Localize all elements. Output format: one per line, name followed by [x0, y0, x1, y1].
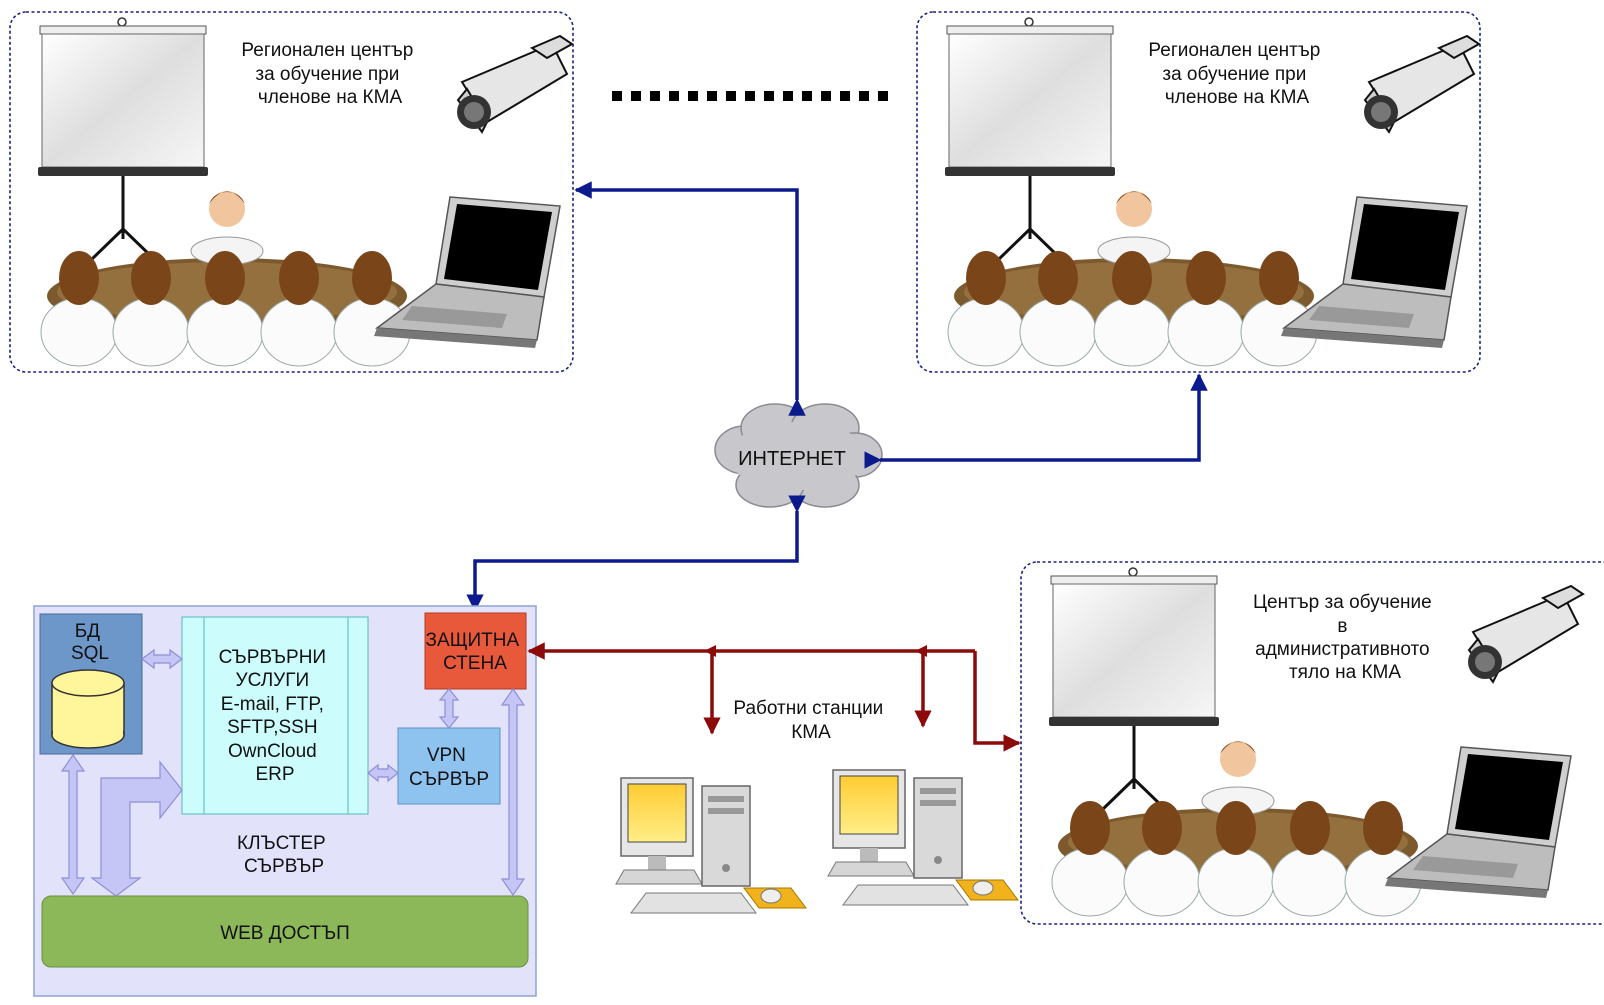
- cluster-label-line-1: КЛЪСТЕР: [237, 833, 326, 854]
- regional-center-1-title-line-2: за обучение при: [255, 64, 399, 85]
- services-line-6: ERP: [255, 764, 294, 785]
- regional-center-2: Регионален център за обучение при членов…: [916, 11, 1481, 373]
- regional-center-1-title-line-1: Регионален център: [241, 40, 413, 61]
- workstations-label-line-1: Работни станции: [733, 698, 883, 719]
- svg-text:Регионален център за обу: Регионален център за обучение при членов…: [1148, 40, 1325, 108]
- services-line-2: УСЛУГИ: [236, 670, 310, 691]
- desktop-computer-icon: [615, 777, 807, 914]
- internet-links: [466, 181, 1208, 612]
- cluster-label-line-2: СЪРВЪР: [244, 856, 324, 877]
- svg-text:VPN СЪРВЪР: VPN СЪРВЪР: [409, 745, 489, 790]
- regional-center-2-title-line-1: Регионален център: [1148, 40, 1320, 61]
- database-icon: [51, 669, 125, 749]
- svg-text:КЛЪСТЕР СЪРВЪР: КЛЪСТЕР СЪРВЪР: [237, 833, 331, 877]
- db-label-line-1: БД: [75, 621, 100, 642]
- svg-text:БД SQL: БД SQL: [71, 621, 109, 664]
- services-line-3: E-mail, FTP,: [221, 694, 324, 715]
- vpn-line-1: VPN: [427, 745, 466, 766]
- vpn-line-2: СЪРВЪР: [409, 769, 489, 790]
- services-line-5: OwnCloud: [228, 741, 317, 762]
- db-label-line-2: SQL: [71, 643, 109, 664]
- classroom-illustration-icon: [1047, 566, 1585, 918]
- internet-cloud: ИНТЕРНЕТ: [714, 403, 883, 508]
- admin-center-title-line-4: тяло на КМА: [1289, 662, 1401, 683]
- regional-center-2-title-line-2: за обучение при: [1162, 64, 1306, 85]
- regional-center-2-title-line-3: членове на КМА: [1165, 87, 1310, 108]
- svg-text:Регионален център за обу: Регионален център за обучение при членов…: [241, 40, 418, 108]
- regional-center-1: Регионален център за обучение при членов…: [9, 11, 574, 373]
- svg-text:СЪРВЪРНИ УСЛУГИ E-: СЪРВЪРНИ УСЛУГИ E-mail, FTP, SFTP,SSH Ow…: [219, 647, 332, 785]
- workstations: Работни станции КМА: [615, 698, 1019, 914]
- web-access-label: WEB ДОСТЪП: [220, 923, 350, 944]
- services-line-1: СЪРВЪРНИ: [219, 647, 326, 668]
- lan-links: [527, 642, 1021, 752]
- link-internet-center-1: [574, 181, 806, 416]
- svg-text:Работни станции КМА: Работни станции КМА: [733, 698, 888, 743]
- internal-arrows: [60, 648, 526, 897]
- admin-center-title-line-1: Център за обучение: [1253, 592, 1432, 613]
- desktop-computer-icon: [827, 769, 1019, 906]
- link-lan-admin-center: [973, 651, 1021, 752]
- internet-label: ИНТЕРНЕТ: [738, 448, 846, 470]
- svg-text:Център за обучение в: Център за обучение в административното т…: [1253, 592, 1437, 683]
- link-internet-center-2: [864, 373, 1208, 469]
- lan-junction-arrow-icon: [915, 645, 927, 657]
- regional-center-1-title-line-3: членове на КМА: [258, 87, 403, 108]
- admin-center-title-line-2: в: [1337, 616, 1347, 637]
- link-internet-firewall: [466, 495, 806, 612]
- lan-junction-arrow-icon: [704, 645, 716, 657]
- admin-center-title-line-3: административното: [1255, 639, 1429, 660]
- cluster-server: БД SQL СЪРВЪРНИ УСЛУГИ E-mail, FTP, SFTP…: [33, 605, 537, 997]
- workstations-label-line-2: КМА: [791, 722, 831, 743]
- svg-text:ЗАЩИТНА СТЕНА: ЗАЩИТНА СТЕНА: [426, 630, 525, 674]
- services-line-4: SFTP,SSH: [227, 717, 317, 738]
- admin-center: Център за обучение в административното т…: [1020, 561, 1604, 925]
- firewall-line-1: ЗАЩИТНА: [426, 630, 520, 651]
- firewall-line-2: СТЕНА: [443, 653, 507, 674]
